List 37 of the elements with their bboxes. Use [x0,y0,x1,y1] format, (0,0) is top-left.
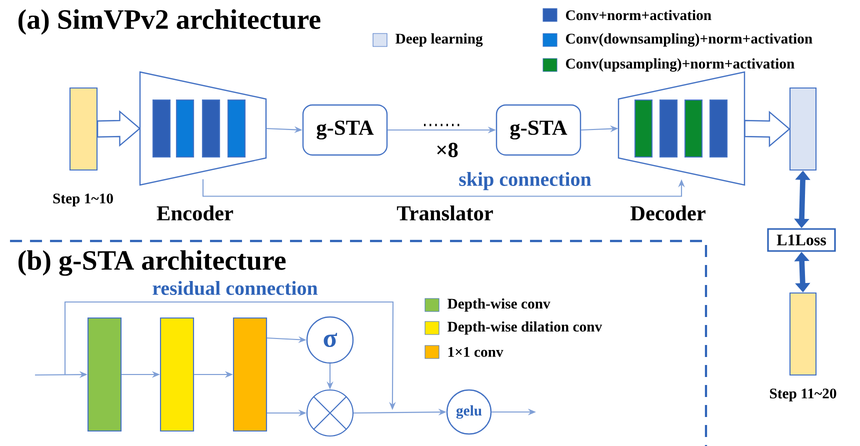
legend-label: 1×1 conv [448,347,504,357]
legend-label: Depth-wise conv [448,298,550,312]
layer-bar [659,99,678,158]
edge-label: residual connection [150,280,320,296]
loss-box: L1Loss [767,228,836,252]
block-heading: Encoder [156,206,234,220]
legend-label: Conv+norm+activation [566,10,712,20]
edge-label: ×8 [434,141,460,159]
data-bar [789,87,817,171]
arrow [96,110,141,147]
legend-label: Conv(upsampling)+norm+activation [566,58,794,72]
layer-bar [232,317,268,432]
edge-label: skip connection [457,170,593,192]
layer-bar [634,99,653,158]
layer-bar [202,99,220,158]
multiply-circle [306,389,354,437]
layer-bar [227,99,246,158]
step-label: Step 1~10 [53,194,113,206]
layer-bar [87,317,122,432]
process-box: g-STA [302,104,388,156]
arrow [744,110,790,148]
layer-bar [152,99,171,158]
data-bar [789,292,817,376]
layer-bar [684,99,703,158]
heading: (a) SimVPv2 architecture [18,9,320,35]
section-label: Translator [396,206,493,220]
block-heading: Decoder [630,206,706,220]
process-box: g-STA [496,104,582,156]
legend-label: Deep learning [396,33,483,47]
step-label: Step 11~20 [770,388,836,402]
layer-bar [709,99,728,158]
legend-label: Conv(downsampling)+norm+activation [566,33,812,47]
data-bar [69,87,98,171]
legend-label: Depth-wise dilation conv [448,321,602,335]
layer-bar [160,317,194,432]
heading: (b) g-STA architecture [18,250,286,276]
layer-bar [176,99,194,158]
